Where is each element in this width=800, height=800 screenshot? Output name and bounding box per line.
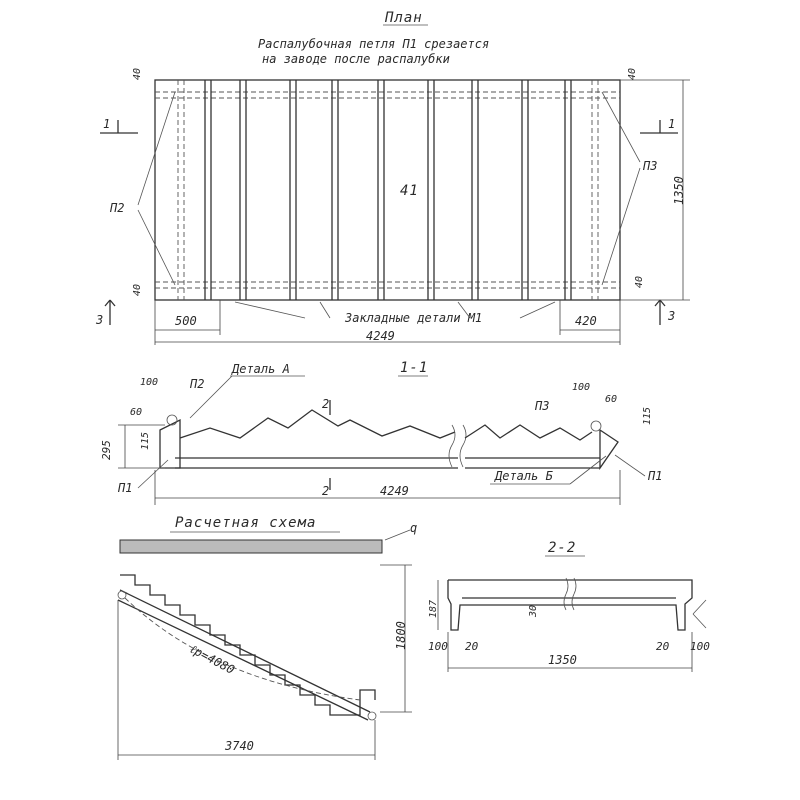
plan-dim-total: 4249 [366,329,395,343]
section11-label-p1-right: П1 [647,469,662,483]
scheme-dim-height: 1800 [394,621,408,650]
section11-steps-right [464,424,593,441]
section22-dim-20-left: 20 [465,640,479,653]
section22-dim-1350: 1350 [548,653,577,667]
section11-right-end [599,428,619,471]
section22-dim-100-left: 100 [428,640,448,653]
plan-note-line2: на заводе после распалубки [262,52,450,66]
svg-text:2: 2 [322,484,329,498]
section11-detail-a: Деталь А [231,362,290,376]
section11-label-p3: П3 [534,399,549,413]
plan-dim-right: 420 [575,314,597,328]
scheme-load-label: q [410,521,417,535]
section22-profile [447,579,693,631]
section11-dim-total: 4249 [380,484,409,498]
load-strip [119,539,383,554]
section22-dim-30: 30 [528,605,539,618]
section11-label-p2: П2 [189,377,204,391]
section11-title: 1-1 [400,360,428,376]
section-1-arrows: 1 1 [100,117,678,134]
section22-dim-20-right: 20 [656,640,670,653]
section11-dim-100-right: 100 [572,382,590,393]
plan-embedded-label: Закладные детали М1 [344,311,482,325]
plan-note-line1: Распалубочная петля П1 срезается [258,37,489,51]
svg-text:1: 1 [668,117,675,131]
svg-text:3: 3 [95,313,103,327]
section11-label-p1-left: П1 [117,481,132,495]
plan-dim-edge-top-right: 40 [627,68,638,80]
stair-ribs [204,80,572,300]
plan-dim-edge-bottom-left: 40 [132,284,143,296]
section11-dim-115-left: 115 [140,432,151,450]
plan-view: План Распалубочная петля П1 срезается на… [95,10,690,345]
svg-text:2: 2 [322,397,329,411]
section-3-arrows: 3 3 [95,299,675,327]
section22-dim-187: 187 [428,600,439,618]
scheme-dim-base: 3740 [224,739,254,753]
slab-outline [154,79,621,301]
plan-dim-left: 500 [175,314,197,328]
section-1-1: 1-1 Деталь А 2 2 П2 П3 П1 П1 Деталь [100,360,662,505]
plan-label-p3: П3 [642,159,657,173]
plan-label-p2: П2 [109,201,124,215]
svg-text:3: 3 [667,309,675,323]
plan-title: План [384,10,423,26]
section11-dim-60-left: 60 [130,407,142,418]
section11-dim-100-left: 100 [140,377,158,388]
section11-dim-295: 295 [100,440,113,460]
svg-text:1: 1 [103,117,110,131]
section11-dim-115-right: 115 [642,407,653,425]
design-scheme: Расчетная схема q ℓр=4080 1800 3740 [117,515,417,760]
plan-dim-height: 1350 [672,176,686,205]
section11-left-end [159,418,181,469]
scheme-title: Расчетная схема [175,515,316,531]
plan-dim-edge-top-left: 40 [132,68,143,80]
plan-dim-edge-bottom-right: 40 [634,276,645,288]
section11-dim-60-right: 60 [605,394,617,405]
section11-steps-left [179,409,456,439]
section22-title: 2-2 [548,540,576,556]
scheme-deflection [124,597,361,701]
section11-detail-b: Деталь Б [494,469,554,483]
section22-dim-100-right: 100 [690,640,710,653]
scheme-stair-steps [120,574,376,716]
section-2-2: 2-2 187 30 100 20 20 100 1350 [428,540,710,672]
plan-center-mark: 41 [400,183,419,199]
scheme-span-label: ℓр=4080 [188,642,237,677]
